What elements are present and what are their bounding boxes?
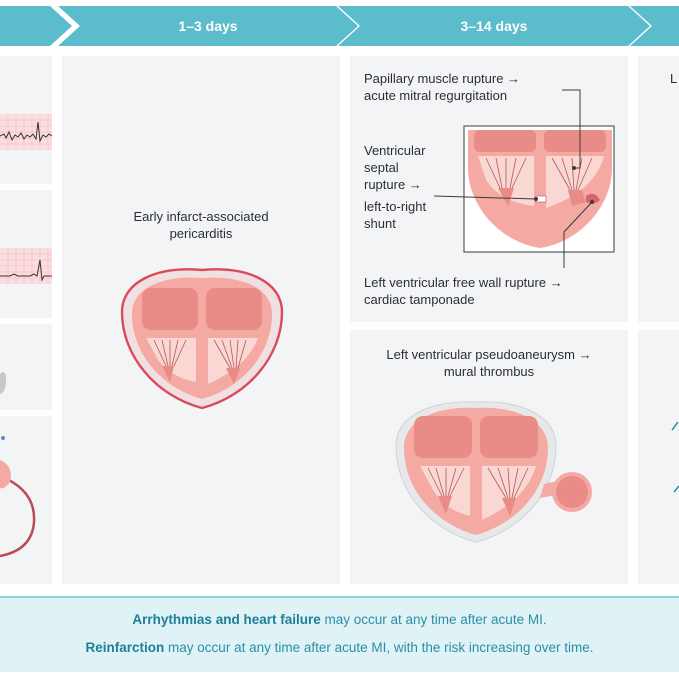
circulation-loop-icon [0, 436, 36, 558]
pseudoaneurysm-label-line1: Left ventricular pseudoaneurysm → [386, 347, 592, 362]
footer-line1-bold: Arrhythmias and heart failure [132, 612, 321, 627]
panel-left-circulation [0, 416, 52, 584]
heart-fragment-icon [0, 372, 6, 394]
timeline-banner-prev [0, 6, 72, 46]
timeline-banner-3-14-days: 3–14 days [338, 6, 650, 46]
septal-rupture-label-line5: shunt [364, 216, 396, 231]
arrow-fragment-icon [671, 421, 679, 493]
panel-left-ecg-1 [0, 56, 53, 184]
footer-line-reinfarction: Reinfarction may occur at any time after… [0, 640, 679, 655]
septal-rupture-label-line4: left-to-right [364, 199, 427, 214]
septal-rupture-label-line3: rupture → [364, 177, 422, 192]
chevron-banner-shape [338, 6, 650, 46]
ecg-strip-icon [0, 248, 52, 284]
heart-cross-section-pseudoaneurysm [395, 401, 592, 543]
septal-rupture-label-line2: septal [364, 160, 399, 175]
free-wall-rupture-label-line2: cardiac tamponade [364, 292, 475, 307]
chevron-banner-shape [630, 6, 679, 46]
footer-note: Arrhythmias and heart failure may occur … [0, 596, 679, 672]
papillary-rupture-label-line1: Papillary muscle rupture → [364, 71, 521, 86]
footer-line-arrhythmias: Arrhythmias and heart failure may occur … [0, 612, 679, 627]
timeline-banner-1-3-days: 1–3 days [58, 6, 358, 46]
ecg-strip-icon [0, 114, 53, 150]
footer-line2-rest: may occur at any time after acute MI, wi… [164, 640, 594, 655]
footer-line2-bold: Reinfarction [85, 640, 165, 655]
right-panel-label-fragment: L [670, 71, 678, 86]
panel-ruptures: Papillary muscle rupture → acute mitral … [350, 56, 628, 322]
heart-cross-section-pericarditis [120, 268, 284, 410]
pseudoaneurysm-label-line2: mural thrombus [443, 364, 535, 379]
chevron-banner-shape [58, 6, 358, 46]
panel-left-valve [0, 324, 52, 410]
panel-right-upper: L [638, 56, 679, 322]
panel-right-lower [638, 330, 679, 584]
footer-line1-rest: may occur at any time after acute MI. [320, 612, 547, 627]
papillary-rupture-label-line2: acute mitral regurgitation [364, 88, 508, 103]
stage-label-3-14-days: 3–14 days [460, 18, 528, 34]
stage-label-1-3-days: 1–3 days [178, 18, 238, 34]
heart-cross-section-ruptures [433, 89, 615, 268]
chevron-banner-shape [0, 6, 72, 46]
septal-rupture-label-line1: Ventricular [364, 143, 426, 158]
panel-pericarditis: Early infarct-associated pericarditis [62, 56, 340, 584]
timeline-banner-next [630, 6, 679, 46]
free-wall-rupture-label-line1: Left ventricular free wall rupture → [364, 275, 563, 290]
panel-left-ecg-2 [0, 190, 52, 318]
panel-pseudoaneurysm: Left ventricular pseudoaneurysm → mural … [350, 330, 628, 584]
pericarditis-label: Early infarct-associated pericarditis [133, 209, 269, 241]
